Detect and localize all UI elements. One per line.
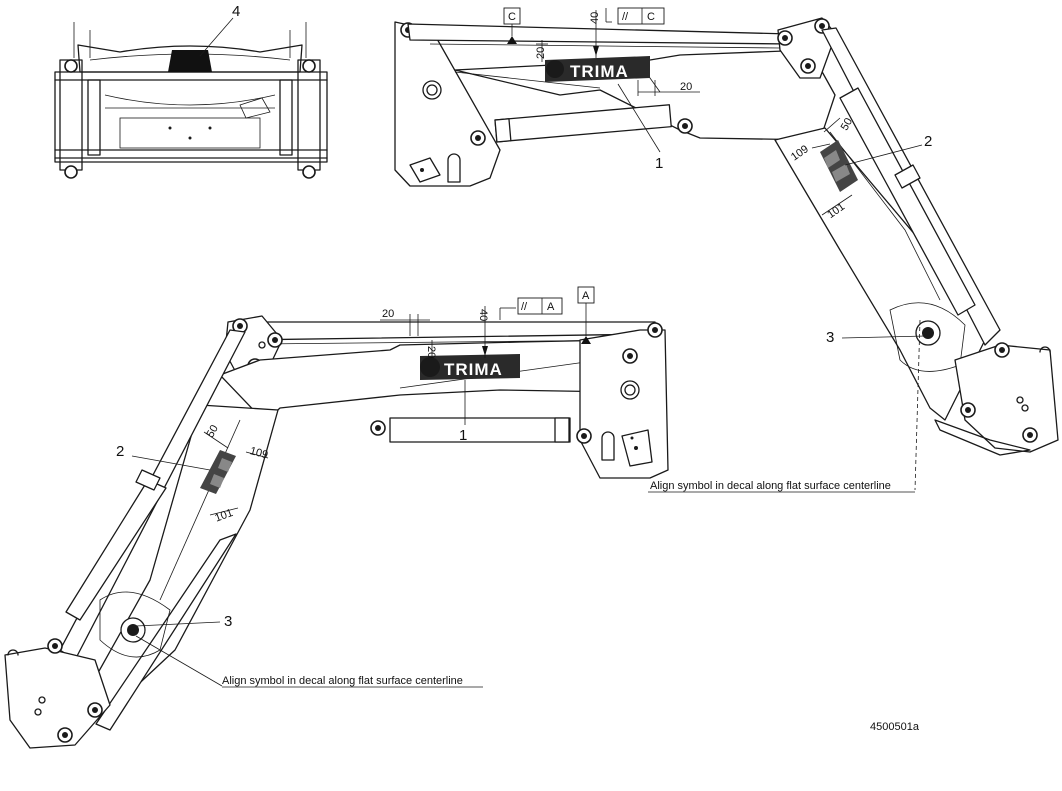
front-view: 4 bbox=[54, 3, 328, 179]
loader-side-view-right: TRIMA bbox=[394, 7, 1059, 493]
svg-text:TRIMA: TRIMA bbox=[570, 62, 629, 81]
svg-text:101: 101 bbox=[213, 507, 234, 525]
callout-2-left: 2 bbox=[116, 443, 124, 460]
svg-text:40: 40 bbox=[477, 309, 489, 321]
decal-3-left bbox=[99, 591, 171, 658]
decal-1-trima-right: TRIMA bbox=[545, 56, 650, 82]
callout-3-left: 3 bbox=[224, 613, 232, 630]
svg-text://: // bbox=[622, 11, 629, 23]
leader-2-left bbox=[131, 455, 211, 471]
note-right: Align symbol in decal along flat surface… bbox=[650, 480, 891, 492]
decal-1-trima-left: TRIMA bbox=[420, 354, 520, 380]
decal-4-shape bbox=[168, 50, 212, 72]
svg-text:C: C bbox=[508, 11, 516, 23]
leader-2-right bbox=[844, 144, 923, 166]
svg-text:20: 20 bbox=[680, 81, 692, 93]
leader-3-left bbox=[135, 621, 221, 627]
decal-2-left bbox=[200, 450, 236, 494]
note-left: Align symbol in decal along flat surface… bbox=[222, 675, 463, 687]
svg-text:20: 20 bbox=[382, 308, 394, 320]
svg-text:20: 20 bbox=[425, 346, 437, 358]
leader-1-right bbox=[617, 83, 661, 153]
svg-text:109: 109 bbox=[248, 445, 269, 461]
drawing-number: 4500501a bbox=[870, 721, 920, 733]
callout-3-right: 3 bbox=[826, 329, 834, 346]
svg-text://: // bbox=[521, 301, 528, 313]
svg-text:C: C bbox=[647, 11, 655, 23]
svg-text:40: 40 bbox=[589, 12, 601, 24]
svg-text:A: A bbox=[547, 301, 555, 313]
svg-text:20: 20 bbox=[535, 47, 547, 59]
svg-text:A: A bbox=[582, 290, 590, 302]
leader-4 bbox=[199, 17, 234, 57]
leader-3-right bbox=[841, 335, 927, 339]
callout-1-left: 1 bbox=[459, 427, 467, 444]
decal-3-right bbox=[889, 302, 966, 491]
loader-side-view-left: TRIMA bbox=[4, 286, 669, 749]
callout-2-right: 2 bbox=[924, 133, 932, 150]
svg-text:50: 50 bbox=[204, 423, 221, 440]
decal-2-right bbox=[820, 140, 858, 192]
svg-text:50: 50 bbox=[839, 116, 856, 133]
callout-1-right: 1 bbox=[655, 155, 663, 172]
callout-4: 4 bbox=[232, 3, 240, 20]
svg-text:TRIMA: TRIMA bbox=[444, 360, 503, 379]
